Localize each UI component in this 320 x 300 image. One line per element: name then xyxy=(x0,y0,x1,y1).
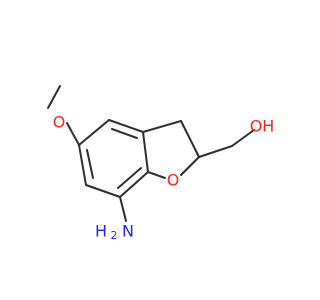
bond-double-c7a-c7-inner xyxy=(117,167,142,189)
bond-c4a-c7a xyxy=(142,131,149,173)
bond-methyl-methoxy-o xyxy=(47,85,61,109)
bond-c7-c6 xyxy=(85,184,121,198)
bond-c6-c5 xyxy=(78,144,87,186)
structure-canvas: O O OH H 2 N xyxy=(47,85,275,243)
bond-c7-n xyxy=(119,196,127,222)
bond-c7a-c7 xyxy=(119,171,149,198)
amine-subscript-label: 2 xyxy=(111,229,118,242)
molecule-diagram: O O OH H 2 N xyxy=(47,85,275,243)
atom-labels: O O OH H 2 N xyxy=(53,113,275,243)
bond-c2-ch2 xyxy=(198,145,233,158)
bond-c2-ring-o xyxy=(180,156,200,176)
hydroxyl-label: OH xyxy=(250,117,275,136)
amine-h-label: H xyxy=(95,222,107,241)
bond-c5-c4 xyxy=(78,119,110,146)
bond-double-c6-c5-inner xyxy=(86,149,94,179)
bond-ring-o-c7a xyxy=(147,171,166,179)
ring-oxygen-label: O xyxy=(167,171,180,190)
bond-methoxy-o-c5 xyxy=(66,122,80,146)
bonds xyxy=(47,85,255,222)
bond-ch2-oh xyxy=(231,129,255,147)
bond-c4a-c3 xyxy=(142,120,182,133)
bond-c4-c4a xyxy=(108,119,144,133)
methoxy-oxygen-label: O xyxy=(53,113,66,132)
bond-c3-c2 xyxy=(180,120,200,158)
bond-double-c4-c4a-inner xyxy=(111,128,138,139)
amine-n-label: N xyxy=(122,222,134,241)
